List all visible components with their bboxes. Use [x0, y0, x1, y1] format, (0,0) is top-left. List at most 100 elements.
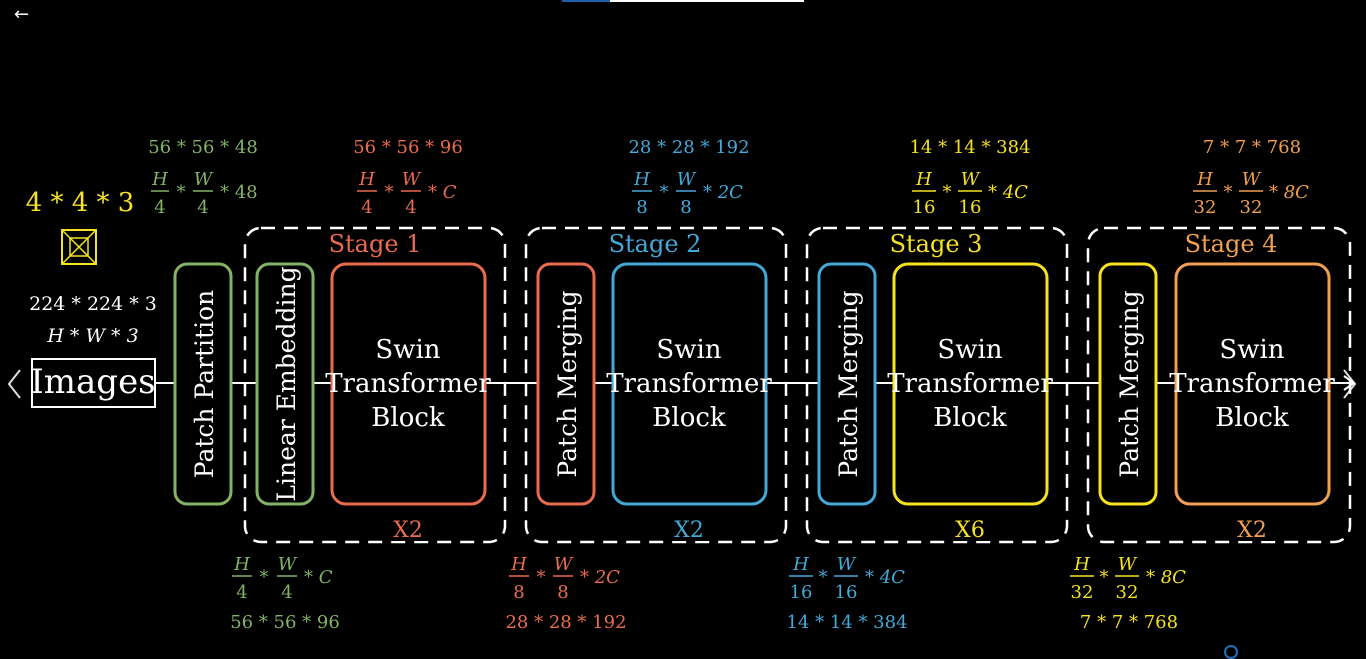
svg-text:W: W	[194, 169, 214, 190]
stage-4-title: Stage 4	[1185, 230, 1278, 258]
stage-2-frame	[524, 226, 788, 544]
svg-text:* 4C: * 4C	[865, 567, 905, 588]
stage-3-patch-merging-label: Patch Merging	[834, 290, 863, 477]
stage-2-bottom-numeric: 28 * 28 * 192	[505, 612, 626, 633]
svg-text:8: 8	[680, 197, 691, 218]
stage-4-repeat: X2	[1237, 518, 1267, 543]
svg-text:*: *	[1100, 567, 1109, 588]
stage-4-block-line2: Transformer	[1169, 369, 1335, 399]
stage-3-top-numeric: 14 * 14 * 384	[909, 137, 1030, 158]
svg-text:*: *	[943, 182, 952, 203]
progress-bar-fill	[562, 0, 611, 2]
svg-text:32: 32	[1194, 197, 1217, 218]
stage-2-patch-merging-box	[536, 262, 596, 506]
svg-text:4: 4	[361, 197, 372, 218]
stage-3-block-line1: Swin	[937, 335, 1002, 365]
stage-4-top-numeric: 7 * 7 * 768	[1203, 137, 1301, 158]
back-arrow-icon[interactable]: ←	[14, 4, 30, 25]
svg-text:W: W	[837, 554, 857, 575]
stage-3-patch-merging-box	[817, 262, 877, 506]
stage-4-bottom-numeric: 7 * 7 * 768	[1080, 612, 1178, 633]
partition-out-numeric: 56 * 56 * 48	[148, 137, 258, 158]
stage-1-swin-block	[330, 262, 487, 506]
svg-text:H: H	[792, 554, 809, 575]
stage-1-block-line3: Block	[371, 403, 445, 433]
svg-text:16: 16	[790, 582, 813, 603]
images-box	[31, 358, 156, 408]
linear-embedding-label: Linear Embedding	[272, 266, 301, 501]
svg-text:H: H	[633, 169, 650, 190]
input-patch-dims: 4 * 4 * 3	[26, 188, 135, 218]
stage-1-bottom-symbolic: H 4 * W 4 * C	[232, 554, 333, 603]
svg-text:16: 16	[913, 197, 936, 218]
svg-text:*: *	[660, 182, 669, 203]
stage-3: Stage 3 Patch Merging Swin Transformer B…	[786, 137, 1069, 633]
svg-text:32: 32	[1071, 582, 1094, 603]
svg-text:W: W	[1242, 169, 1262, 190]
stage-2-top-symbolic: H 8 * W 8 * 2C	[632, 169, 743, 218]
stage-2-title: Stage 2	[609, 230, 702, 258]
stage-2-bottom-symbolic: H 8 * W 8 * 2C	[509, 554, 620, 603]
stage-4: Stage 4 Patch Merging Swin Transformer B…	[1070, 137, 1352, 633]
svg-text:H: H	[358, 169, 375, 190]
svg-text:H: H	[1073, 554, 1090, 575]
stage-1: Stage 1 Linear Embedding Swin Transforme…	[230, 137, 507, 633]
stage-1-top-numeric: 56 * 56 * 96	[353, 137, 463, 158]
stage-3-frame	[805, 226, 1069, 544]
stage-1-block-line2: Transformer	[325, 369, 491, 399]
stage-2-block-line2: Transformer	[606, 369, 772, 399]
svg-text:* 4C: * 4C	[988, 182, 1028, 203]
svg-text:16: 16	[835, 582, 858, 603]
stage-4-patch-merging-box	[1098, 262, 1158, 506]
stage-4-block-line1: Swin	[1219, 335, 1284, 365]
stage-2-block-line1: Swin	[656, 335, 721, 365]
pagination-dot[interactable]	[1224, 645, 1238, 659]
svg-text:W: W	[402, 169, 422, 190]
images-label: Images	[30, 362, 155, 402]
patch-partition-label: Patch Partition	[190, 290, 219, 479]
stage-2: Stage 2 Patch Merging Swin Transformer B…	[505, 137, 788, 633]
stage-1-repeat: X2	[393, 518, 423, 543]
svg-text:*: *	[819, 567, 828, 588]
flow-arrowhead	[1343, 375, 1356, 391]
svg-text:4: 4	[281, 582, 292, 603]
svg-text:H: H	[510, 554, 527, 575]
input-size-numeric: 224 * 224 * 3	[29, 293, 157, 315]
svg-text:*: *	[1224, 182, 1233, 203]
svg-text:W: W	[1118, 554, 1138, 575]
stage-2-top-numeric: 28 * 28 * 192	[628, 137, 749, 158]
svg-text:W: W	[677, 169, 697, 190]
svg-text:W: W	[961, 169, 981, 190]
svg-text:*: *	[177, 182, 186, 203]
stage-4-patch-merging-label: Patch Merging	[1115, 290, 1144, 477]
progress-bar	[562, 0, 804, 2]
svg-text:8: 8	[557, 582, 568, 603]
svg-text:4: 4	[236, 582, 247, 603]
stage-3-swin-block	[892, 262, 1049, 506]
stage-1-title: Stage 1	[329, 230, 422, 258]
svg-text:4: 4	[197, 197, 208, 218]
stage-4-bottom-symbolic: H 32 * W 32 * 8C	[1070, 554, 1186, 603]
svg-text:*: *	[385, 182, 394, 203]
stage-3-title: Stage 3	[890, 230, 983, 258]
next-slide-chevron-icon[interactable]	[1340, 364, 1360, 404]
svg-text:H: H	[915, 169, 932, 190]
partition-out-symbolic: H 4 * W 4 * 48	[151, 169, 258, 218]
svg-text:4: 4	[154, 197, 165, 218]
svg-text:H: H	[151, 169, 168, 190]
svg-text:H: H	[233, 554, 250, 575]
svg-text:* 2C: * 2C	[703, 182, 743, 203]
patch-partition-box	[173, 262, 233, 506]
linear-embedding-box	[255, 262, 315, 506]
svg-text:8: 8	[636, 197, 647, 218]
svg-text:W: W	[554, 554, 574, 575]
svg-text:W: W	[278, 554, 298, 575]
stage-3-block-line3: Block	[933, 403, 1007, 433]
svg-text:* C: * C	[428, 182, 457, 203]
prev-slide-chevron-icon[interactable]	[4, 364, 24, 404]
stage-3-top-symbolic: H 16 * W 16 * 4C	[912, 169, 1028, 218]
stage-1-block-line1: Swin	[375, 335, 440, 365]
svg-text:*: *	[537, 567, 546, 588]
